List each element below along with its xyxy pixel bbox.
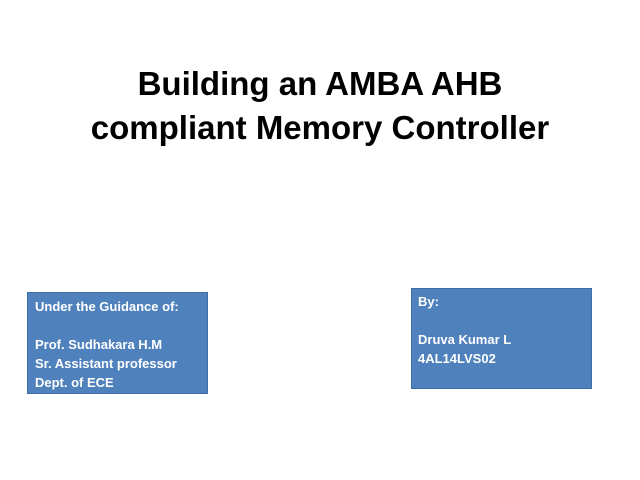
guide-department: Dept. of ECE bbox=[35, 375, 114, 390]
author-name: Druva Kumar L bbox=[418, 332, 512, 347]
author-heading: By: bbox=[418, 294, 439, 309]
slide-title: Building an AMBA AHB compliant Memory Co… bbox=[0, 62, 640, 150]
author-box: By: Druva Kumar L 4AL14LVS02 bbox=[411, 288, 592, 389]
guidance-box: Under the Guidance of: Prof. Sudhakara H… bbox=[27, 292, 208, 394]
title-line-2: compliant Memory Controller bbox=[90, 109, 550, 146]
author-usn: 4AL14LVS02 bbox=[418, 351, 496, 366]
spacer bbox=[35, 316, 207, 335]
title-line-1: Building an AMBA AHB bbox=[137, 65, 503, 102]
guidance-heading: Under the Guidance of: bbox=[35, 299, 179, 314]
guide-name: Prof. Sudhakara H.M bbox=[35, 337, 163, 352]
spacer bbox=[418, 311, 591, 330]
guide-designation: Sr. Assistant professor bbox=[35, 356, 177, 371]
